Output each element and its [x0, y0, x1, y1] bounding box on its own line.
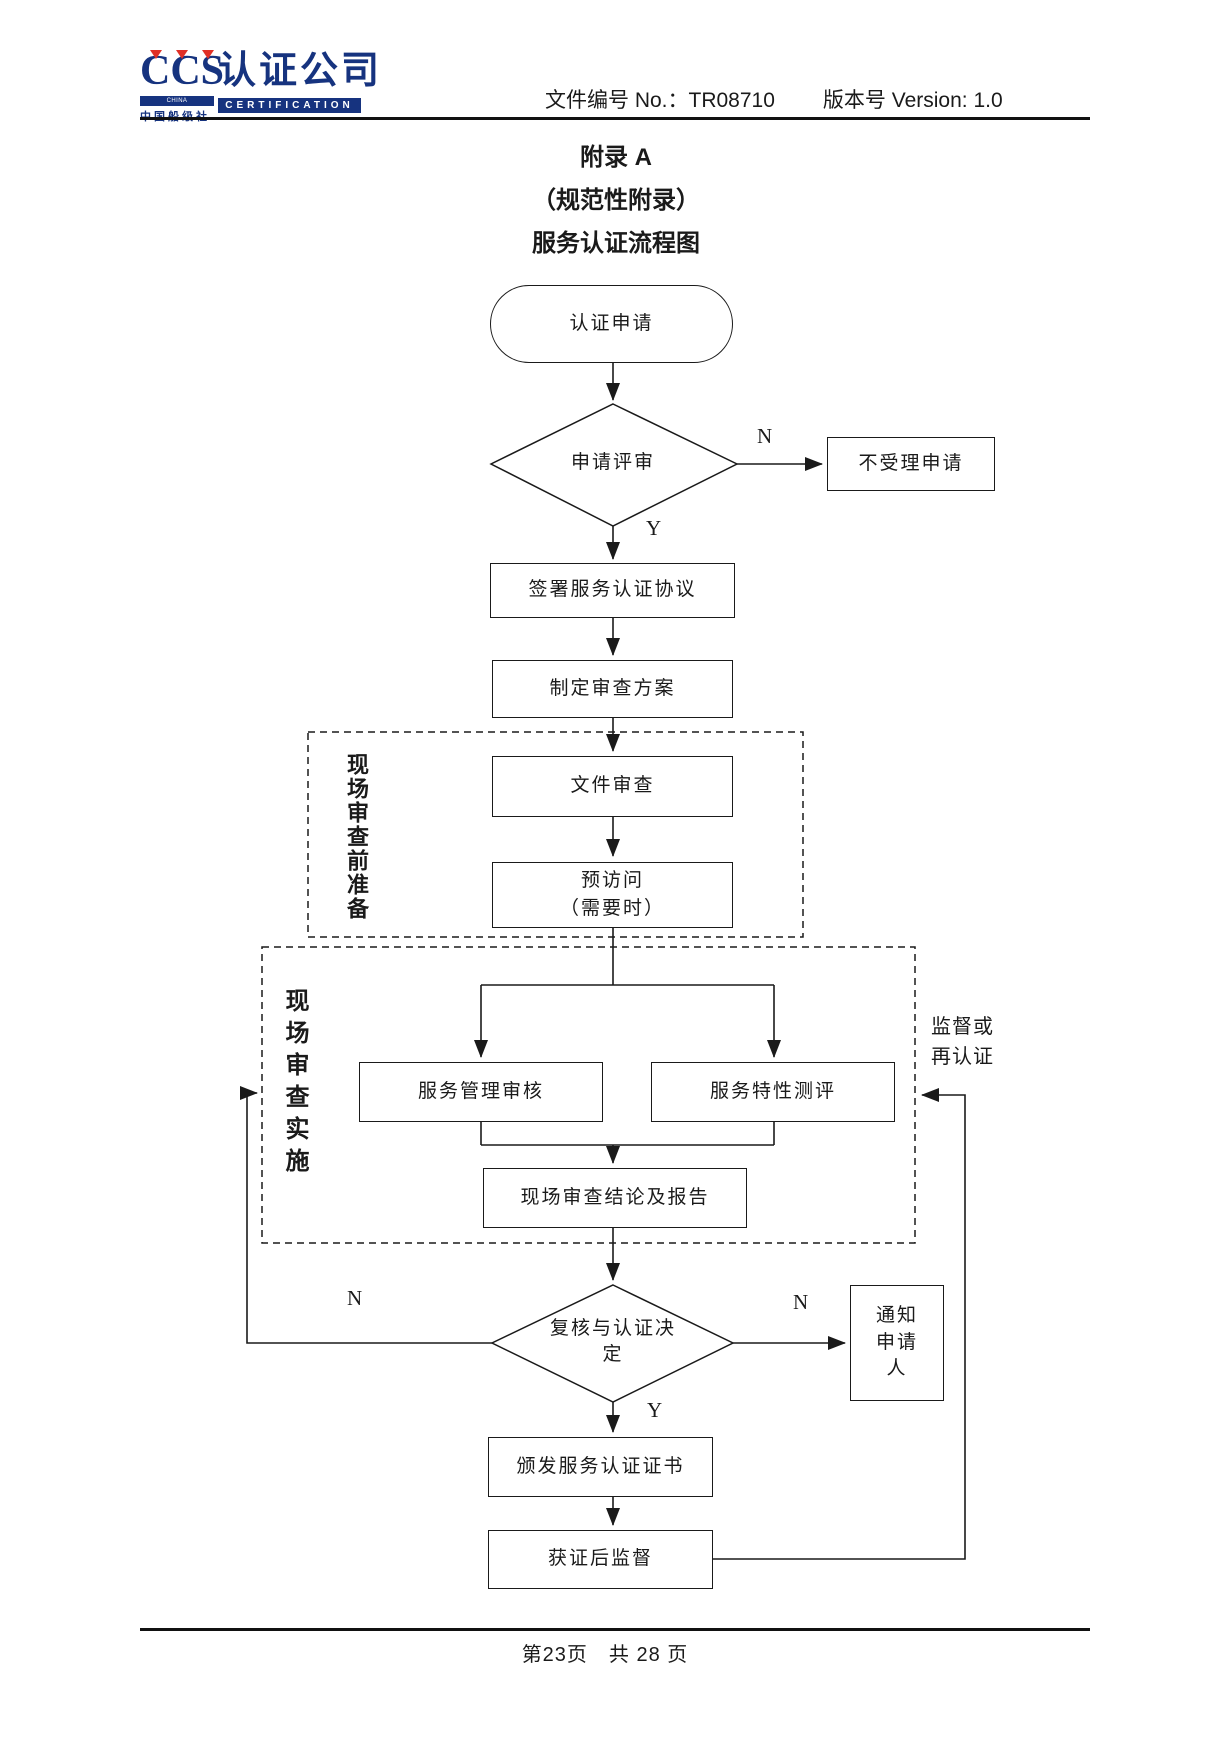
node-service-char-eval: 服务特性测评 — [651, 1062, 895, 1122]
certification-company-en: CERTIFICATION — [218, 98, 361, 113]
node-certification-application: 认证申请 — [490, 285, 733, 363]
branch-no-review: N — [757, 424, 773, 448]
node-post-cert-supervision: 获证后监督 — [488, 1530, 713, 1589]
node-service-mgmt-audit: 服务管理审核 — [359, 1062, 603, 1122]
node-audit-plan: 制定审查方案 — [492, 660, 733, 718]
doc-version: 版本号 Version: 1.0 — [822, 89, 1003, 112]
group-audit-impl-frame — [261, 946, 916, 1244]
ccs-logo-red-accent-icon — [176, 50, 188, 59]
footer-rule — [140, 1628, 1090, 1631]
loop-postcert-to-audit — [712, 1088, 966, 1560]
certification-company-cn: 认证公司 — [218, 50, 383, 92]
ccs-logo-red-accent-icon — [202, 50, 214, 59]
ccs-society-en: CHINA CLASSIFICATION SOCIETY — [140, 96, 214, 124]
node-previsit-line2: （需要时） — [559, 898, 665, 919]
loop-decision-back-to-audit — [240, 1086, 492, 1344]
node-sign-agreement: 签署服务认证协议 — [490, 563, 735, 618]
ccs-logo-red-accent-icon — [150, 50, 162, 59]
title-appendix: 附录 A — [580, 144, 652, 171]
node-notify-applicant: 通知申请人 — [850, 1285, 944, 1401]
footer-page-info: 第23页 共 28 页 — [521, 1644, 689, 1666]
branch-yes-decision: Y — [647, 1398, 663, 1422]
group-pre-audit-frame — [307, 731, 804, 938]
node-audit-conclusion-report: 现场审查结论及报告 — [483, 1168, 747, 1228]
header-doc-info: 文件编号 No.：TR08710 版本号 Version: 1.0 — [545, 84, 1003, 114]
group-label-audit-impl: 现场审查实施 — [281, 988, 308, 1180]
node-reject-application: 不受理申请 — [827, 437, 995, 491]
group-label-pre-audit: 现场审查前准备 — [344, 753, 369, 921]
title-flowchart: 服务认证流程图 — [532, 230, 700, 257]
branch-no-left: N — [347, 1286, 363, 1310]
label-supervision-recert: 监督或再认证 — [931, 1016, 994, 1068]
node-issue-certificate: 颁发服务认证证书 — [488, 1437, 713, 1497]
node-application-review: 申请评审 — [570, 452, 655, 473]
node-document-review: 文件审查 — [492, 756, 733, 817]
branch-yes-review: Y — [646, 516, 662, 540]
certification-logo: 认证公司 CERTIFICATION — [218, 48, 418, 120]
header-rule — [140, 117, 1090, 120]
node-previsit: 预访问 （需要时） — [492, 862, 733, 928]
node-previsit-line1: 预访问 — [580, 870, 644, 892]
title-normative: （规范性附录） — [532, 187, 700, 214]
node-decision-certify: 复核与认证决定 — [549, 1318, 676, 1365]
doc-number: 文件编号 No.：TR08710 — [545, 89, 775, 112]
branch-no-right: N — [793, 1290, 809, 1314]
